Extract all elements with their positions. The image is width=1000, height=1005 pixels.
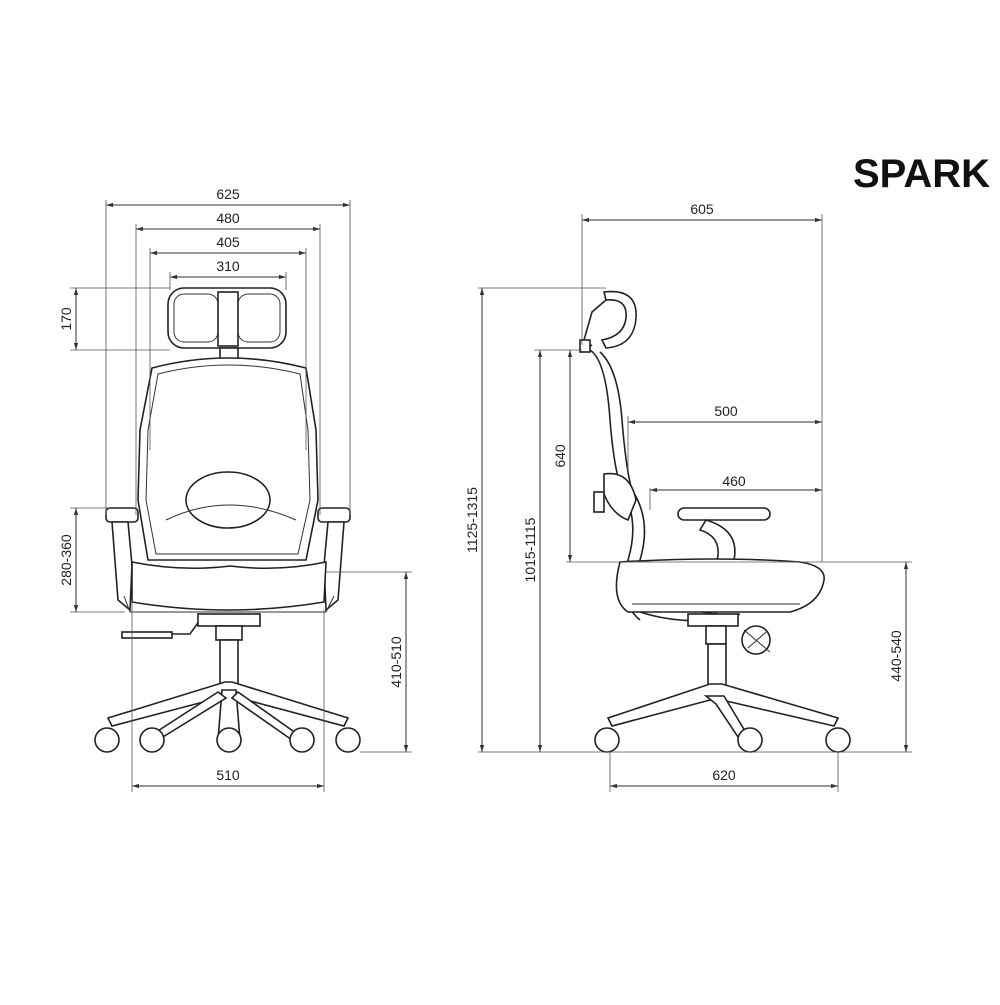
- dim-back-width: 405: [216, 234, 240, 250]
- caster: [335, 727, 361, 753]
- armrest-left-pad: [105, 507, 139, 523]
- headrest-bracket: [217, 291, 239, 347]
- caster: [216, 727, 242, 753]
- lumbar-support: [185, 471, 271, 529]
- dim-headrest-height: 170: [58, 307, 74, 331]
- gas-column: [219, 639, 239, 687]
- side-seat: [615, 558, 825, 613]
- dim-armrest-width: 480: [216, 210, 240, 226]
- dim-total-height: 1125-1315: [464, 487, 480, 553]
- dim-height-no-headrest: 1015-1115: [522, 517, 538, 582]
- dim-overall-width: 625: [216, 186, 240, 202]
- product-title: SPARK: [852, 152, 990, 196]
- caster: [139, 727, 165, 753]
- dim-armrest-height: 280-360: [58, 534, 74, 586]
- dim-front-seat-height: 410-510: [388, 636, 404, 688]
- side-headrest: [600, 290, 637, 349]
- caster: [94, 727, 120, 753]
- side-lumbar: [603, 472, 637, 522]
- backrest-frame: [137, 357, 319, 561]
- dim-base-width: 510: [216, 767, 240, 783]
- dim-headrest-width: 310: [216, 258, 240, 274]
- caster: [594, 727, 620, 753]
- dim-seat-depth: 500: [714, 403, 738, 419]
- dim-overall-depth: 605: [690, 201, 714, 217]
- dim-back-height: 640: [552, 444, 568, 468]
- caster: [825, 727, 851, 753]
- side-view-chair: [579, 290, 851, 753]
- caster: [737, 727, 763, 753]
- side-gas-column: [707, 643, 727, 689]
- armrest-right-pad: [317, 507, 351, 523]
- dim-side-seat-height: 440-540: [888, 630, 904, 682]
- side-mechanism: [687, 613, 739, 627]
- mechanism: [197, 613, 261, 627]
- dim-base-depth: 620: [712, 767, 736, 783]
- front-view-chair: [94, 287, 361, 753]
- armrest-left-post: [111, 521, 133, 612]
- side-armrest-pad: [677, 507, 771, 521]
- seat-front: [131, 561, 327, 611]
- backrest-mesh: [145, 364, 311, 555]
- dim-arm-depth: 460: [722, 473, 746, 489]
- caster: [289, 727, 315, 753]
